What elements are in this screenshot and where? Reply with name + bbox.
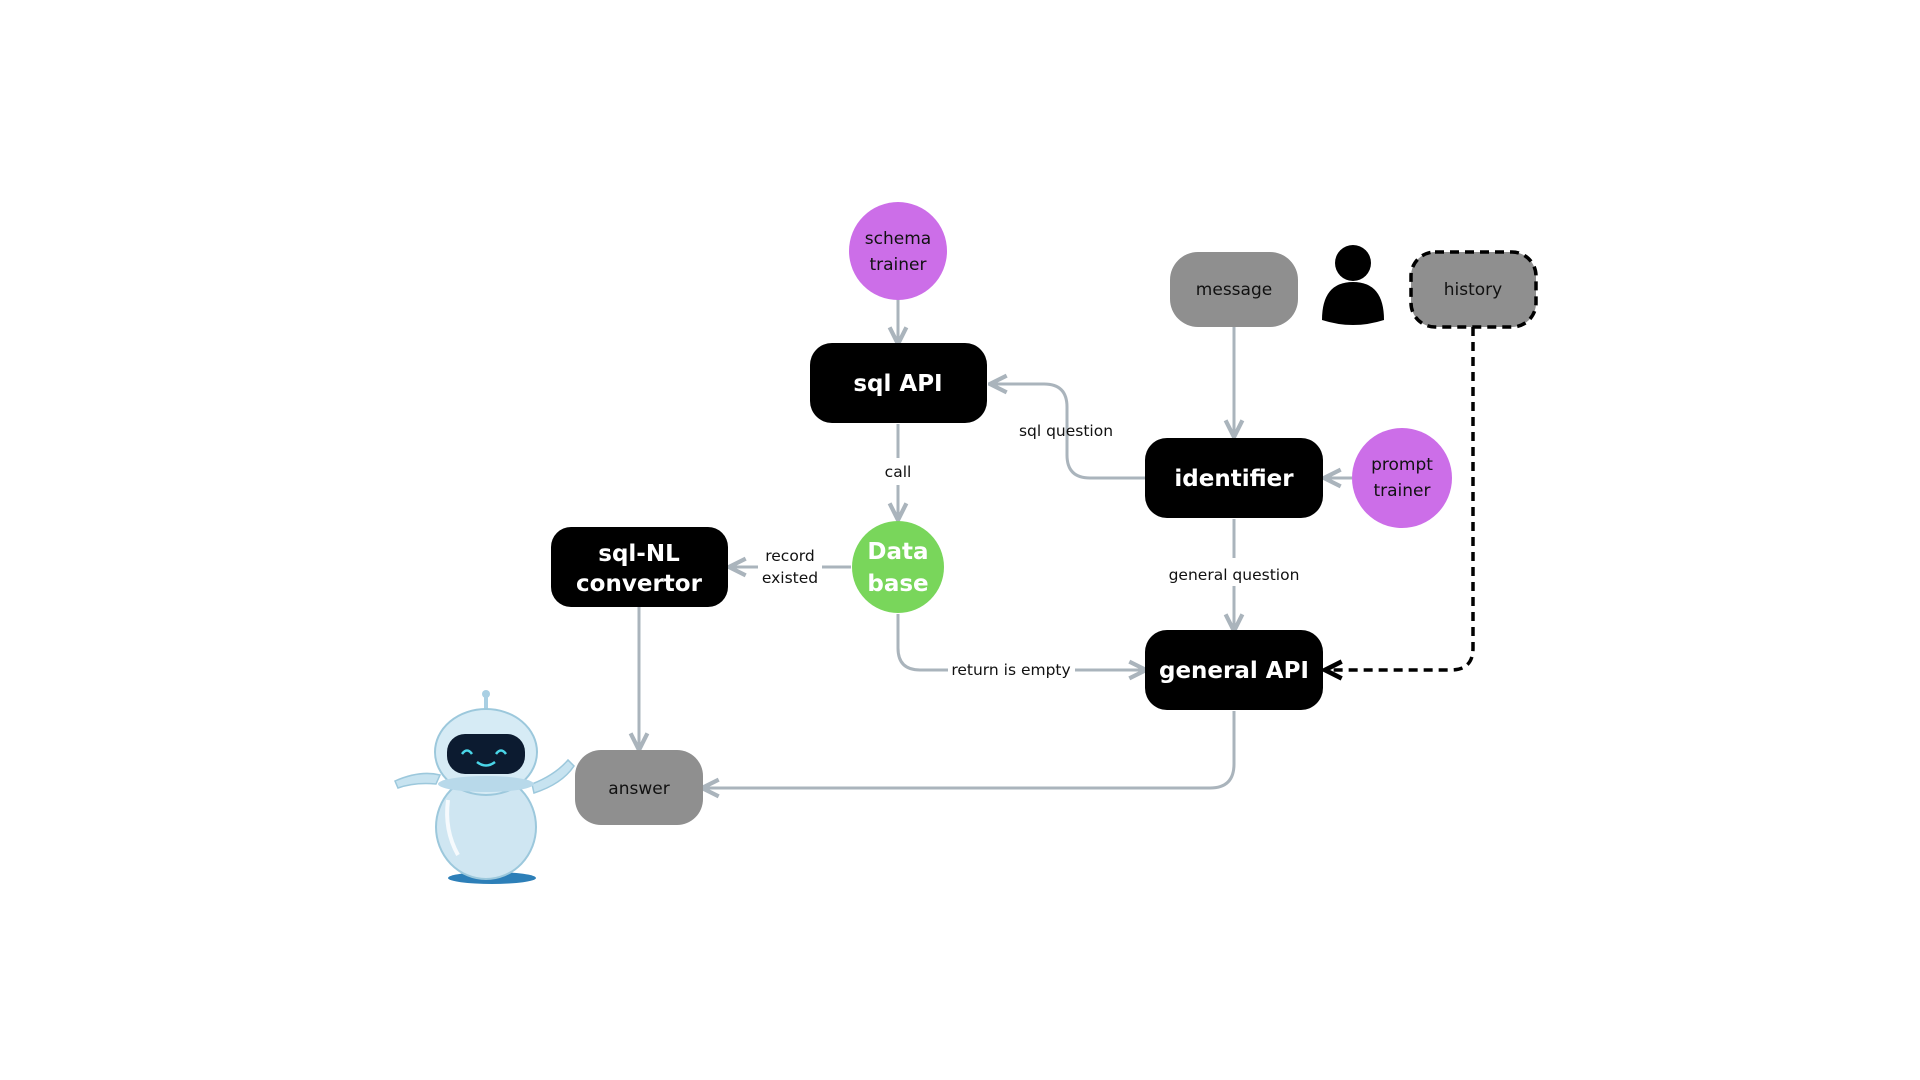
edge-labels: sql question call record existed general… <box>762 422 1300 679</box>
edge-db-to-general <box>896 614 948 672</box>
node-schema-trainer: schema trainer <box>849 202 947 300</box>
schema-trainer-line1: schema <box>865 229 931 249</box>
node-sql-nl-convertor: sql-NL convertor <box>551 527 728 607</box>
node-database: Data base <box>852 521 944 613</box>
identifier-label: identifier <box>1174 466 1294 492</box>
node-history: history <box>1409 250 1538 329</box>
node-prompt-trainer: prompt trainer <box>1352 428 1452 528</box>
node-answer: answer <box>575 750 703 825</box>
user-icon <box>1322 245 1384 325</box>
sql-nl-line1: sql-NL <box>598 541 680 567</box>
node-message: message <box>1170 252 1298 327</box>
general-api-label: general API <box>1159 658 1309 684</box>
label-record: record <box>765 547 815 565</box>
answer-label: answer <box>608 779 669 799</box>
node-sql-api: sql API <box>810 343 987 423</box>
label-sql-question: sql question <box>1019 422 1113 440</box>
label-call: call <box>885 463 912 481</box>
prompt-trainer-line2: trainer <box>1373 481 1430 501</box>
history-label: history <box>1444 280 1502 300</box>
database-line2: base <box>867 571 928 597</box>
database-line1: Data <box>867 539 928 565</box>
edge-history-to-general <box>1327 327 1475 670</box>
edges <box>639 298 1475 788</box>
edge-identifier-to-sql <box>992 384 1145 480</box>
label-existed: existed <box>762 569 818 587</box>
node-general-api: general API <box>1145 630 1323 710</box>
schema-trainer-line2: trainer <box>869 255 926 275</box>
edge-general-to-answer <box>704 711 1236 788</box>
sql-nl-line2: convertor <box>576 571 703 597</box>
message-label: message <box>1196 280 1272 300</box>
node-identifier: identifier <box>1145 438 1323 518</box>
label-return-empty: return is empty <box>951 661 1070 679</box>
robot-mascot <box>394 690 575 884</box>
label-general-question: general question <box>1169 566 1300 584</box>
sql-api-label: sql API <box>853 371 942 397</box>
prompt-trainer-line1: prompt <box>1371 455 1433 475</box>
